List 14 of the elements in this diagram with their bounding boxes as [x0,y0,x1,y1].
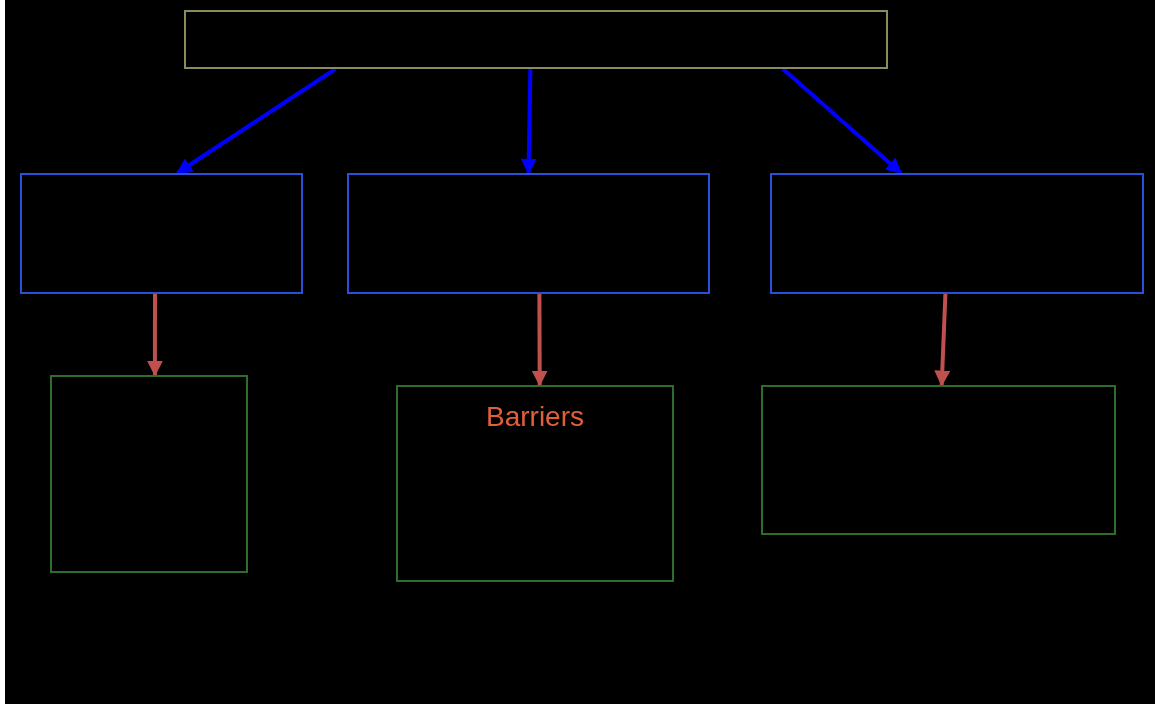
arrow [781,67,903,175]
empty-box [347,173,710,294]
arrow [934,293,951,387]
box-heading: Barriers [485,401,585,433]
empty-box [20,173,303,294]
arrow [146,294,163,377]
empty-box [761,385,1116,535]
arrow [520,68,537,175]
empty-box [184,10,888,69]
empty-box [770,173,1144,294]
arrow [531,294,548,387]
empty-box [50,375,248,573]
arrow [176,67,337,175]
text-box [396,385,674,582]
